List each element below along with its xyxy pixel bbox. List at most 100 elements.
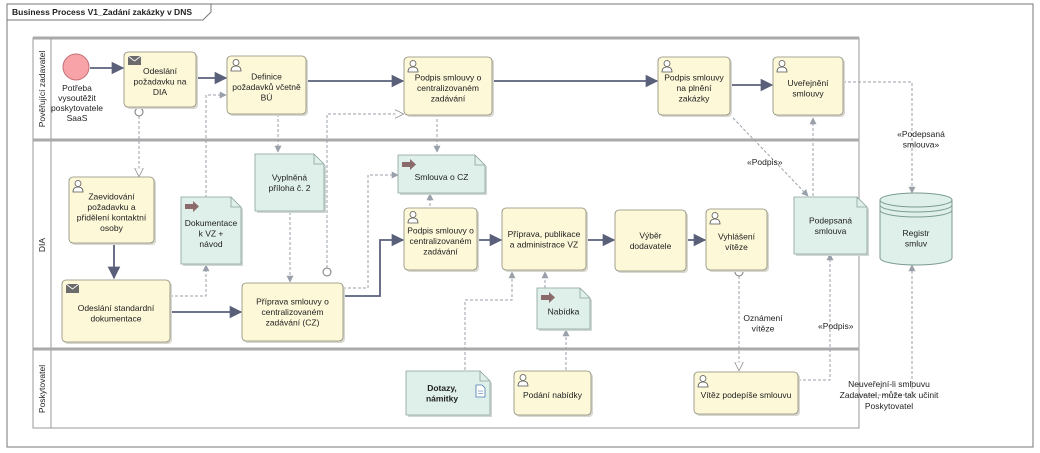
task-podpis-smlouvy-cz-zadavatel-label-line: centralizovaném <box>417 83 479 93</box>
artifact-dotazy-namitky-label: Dotazy,námitky <box>426 383 458 404</box>
artifact-smlouva-cz[interactable]: Smlouva o CZ <box>397 154 487 195</box>
start-event-label-line: poskytovatele <box>51 103 103 113</box>
lane-label-poskytovatel: Poskytovatel <box>37 365 47 413</box>
artifact-nabidka[interactable]: Nabídka <box>536 287 592 331</box>
flow-priprava-to-podpis-dia <box>343 233 405 297</box>
task-priprava-smlouvy-cz-label-line: zadávání (CZ) <box>266 318 320 328</box>
user-task-icon <box>230 59 242 72</box>
title-tab <box>7 4 212 21</box>
user-task-icon <box>72 180 84 193</box>
datastore-label-line: smluv <box>905 238 928 248</box>
task-priprava-vz-label-line: Příprava, publikace <box>508 229 581 239</box>
task-vitez-podepise[interactable]: Vítěz podepíše smlouvu <box>693 371 800 416</box>
note-text-line: Neuveřejní-li smlouvu <box>848 379 930 389</box>
task-podpis-smlouvy-plneni-label-line: Podpis smlouvy <box>664 73 724 83</box>
note-text-line: Poskytovatel <box>865 401 913 411</box>
note-text-line: Zadavatel, může tak učinit <box>840 390 939 400</box>
assoc-odeslani-dok-to-dokumentace <box>170 264 210 297</box>
label-podepsana-smlouva-flow-line: smlouva» <box>903 139 940 149</box>
assoc-priprava-to-smlouva-cz <box>343 171 399 289</box>
task-odeslani-dokumentace-label-line: dokumentace <box>90 313 141 323</box>
start-event-label-line: SaaS <box>67 113 88 123</box>
user-task-icon <box>661 60 673 73</box>
artifact-podepsana-smlouva-label-line: Podepsaná <box>809 215 852 225</box>
lane-label-dia: DIA <box>37 238 47 253</box>
artifact-vyplnena-priloha-label-line: Vyplněná <box>272 172 307 182</box>
task-vyhlaseni-viteze-label-line: Vyhlášení <box>718 231 756 241</box>
task-zaevidovani-pozadavku-label-line: Zaevidování <box>88 191 135 201</box>
task-podani-nabidky[interactable]: Podání nabídky <box>513 370 593 417</box>
task-vitez-podepise-label-line: Vítěz podepíše smlouvu <box>701 390 792 400</box>
task-vyber-dodavatele-label-line: dodavatele <box>630 241 672 251</box>
labels-layer: «Podpis»«Podpis»«Podepsanásmlouva»Oznáme… <box>743 129 945 411</box>
task-podpis-smlouvy-cz-zadavatel-label-line: Podpis smlouvy o <box>415 73 482 83</box>
task-podpis-smlouvy-cz-zadavatel-label-line: zadávání <box>431 94 466 104</box>
task-priprava-vz-label-line: a administrace VZ <box>510 239 579 249</box>
task-uverejneni-smlouvy-label-line: smlouvy <box>792 88 824 98</box>
user-task-icon <box>776 60 788 73</box>
task-podpis-smlouvy-plneni-label-line: zakázky <box>679 94 710 104</box>
label-podepsana-smlouva-flow-line: «Podepsaná <box>897 129 945 139</box>
user-task-icon <box>517 374 529 387</box>
diagram-frame <box>6 3 1034 448</box>
msg-source-odeslani <box>134 107 144 117</box>
task-priprava-smlouvy-cz[interactable]: Příprava smlouvy ocentralizovanémzadáván… <box>241 282 345 343</box>
assoc-dotazy-to-priprava-vz <box>464 271 516 370</box>
send-message-icon <box>65 283 80 293</box>
task-odeslani-pozadavku-label-line: Odeslání <box>143 66 178 76</box>
artifact-dotazy-namitky-label-line: námitky <box>426 393 458 403</box>
task-podani-nabidky-label: Podání nabídky <box>523 390 583 400</box>
msg-source-priprava <box>322 267 332 277</box>
task-podpis-smlouvy-cz-dia-label-line: Podpis smlouvy o <box>407 226 474 236</box>
task-odeslani-dokumentace-label-line: Odeslání standardní <box>78 303 155 313</box>
user-task-icon <box>697 375 709 388</box>
data-input-arrow-icon <box>541 292 555 303</box>
task-priprava-smlouvy-cz-label: Příprava smlouvy ocentralizovanémzadáván… <box>256 297 329 328</box>
start-event-label-line: vysoutěžit <box>58 93 96 103</box>
task-priprava-smlouvy-cz-label-line: Příprava smlouvy o <box>256 297 329 307</box>
assoc-note-to-registr <box>858 264 916 396</box>
task-uverejneni-smlouvy-label-line: Uveřejnění <box>787 78 829 88</box>
artifact-smlouva-cz-label: Smlouva o CZ <box>415 172 469 182</box>
artifact-dotazy-namitky[interactable]: Dotazy,námitky <box>405 370 492 417</box>
label-podpis-1: «Podpis» <box>747 157 783 167</box>
task-zaevidovani-pozadavku-label-line: osoby <box>100 223 123 233</box>
label-oznameni-viteze-line: vítěze <box>752 323 775 333</box>
task-priprava-smlouvy-cz-label-line: centralizovaném <box>262 307 324 317</box>
artifact-podepsana-smlouva-label-line: smlouva <box>815 226 847 236</box>
document-icon <box>475 384 486 398</box>
task-definice-pozadavku-label-line: Definice <box>251 72 282 82</box>
task-zaevidovani-pozadavku-label-line: přidělení kontaktní <box>77 212 147 222</box>
task-vyber-dodavatele-label-line: Výběr <box>639 230 661 240</box>
artifact-dotazy-namitky-label-line: Dotazy, <box>427 383 457 393</box>
artifact-nabidka-label-line: Nabídka <box>548 307 580 317</box>
